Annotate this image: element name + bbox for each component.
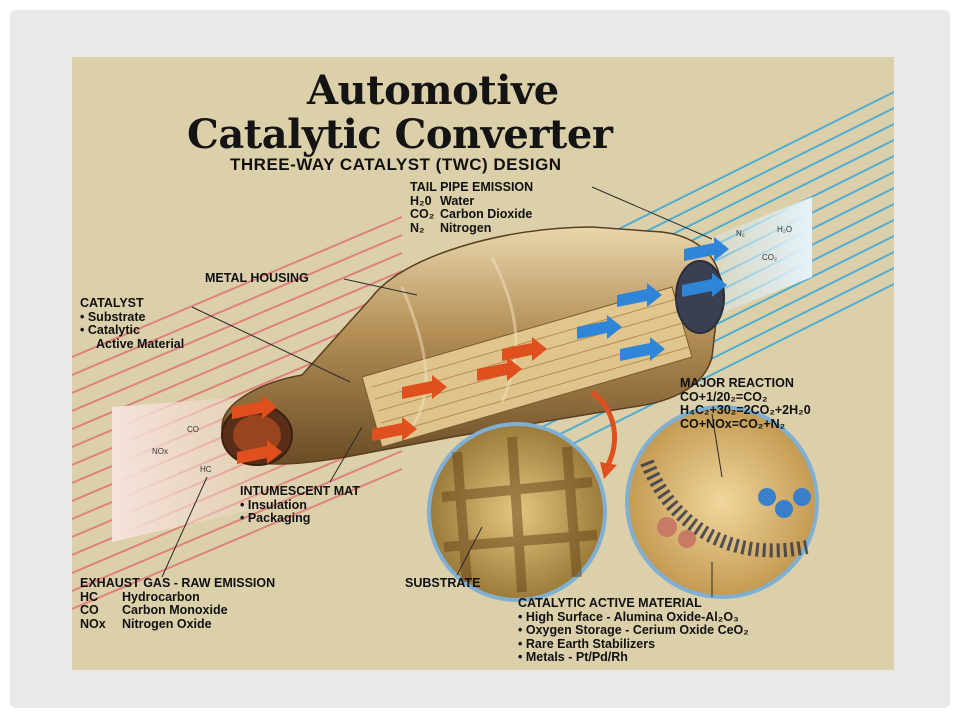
- exhaust-name-hc: Hydrocarbon: [122, 589, 200, 604]
- active-material-item-oxygen-storage: • Oxygen Storage - Cerium Oxide CeO₂: [518, 623, 749, 637]
- cool-flow-arrows: [577, 237, 729, 361]
- outlet-marker-co2: CO₂: [762, 253, 778, 262]
- outlet-gas-panel: [712, 197, 812, 317]
- exhaust-name-nox: Nitrogen Oxide: [122, 616, 212, 631]
- exhaust-gas-label: EXHAUST GAS - RAW EMISSION HC Hydrocarbon…: [80, 576, 276, 631]
- exhaust-abbr-co: CO: [80, 603, 99, 617]
- inlet-marker-co: CO: [187, 425, 199, 434]
- intumescent-mat-item-insulation: • Insulation: [240, 497, 307, 512]
- tail-pipe-name-water: Water: [440, 193, 475, 208]
- catalyst-item-active-material: Active Material: [96, 336, 185, 351]
- inlet-marker-hc: HC: [200, 465, 212, 474]
- tail-pipe-name-n2: Nitrogen: [440, 220, 492, 235]
- intumescent-mat-item-packaging: • Packaging: [240, 511, 311, 525]
- tail-pipe-emission-label: TAIL PIPE EMISSION H₂0 Water CO₂ Carbon Di…: [410, 180, 534, 235]
- converter-illustration: [72, 91, 894, 610]
- outlet-marker-n2: N₂: [736, 229, 745, 238]
- active-material-detail-lens: [625, 405, 819, 599]
- catalyst-label: CATALYST • Substrate • Catalytic Active …: [80, 296, 185, 351]
- hot-flow-arrows: [232, 337, 547, 464]
- exhaust-gas-heading: EXHAUST GAS - RAW EMISSION: [80, 576, 276, 590]
- reaction-co-oxidation: CO+1/20₂=CO₂: [680, 389, 768, 404]
- catalytic-active-material-label: CATALYTIC ACTIVE MATERIAL • High Surface…: [518, 596, 749, 665]
- reaction-hydrocarbon-oxidation: H₄C₂+30₂=2CO₂+2H₂0: [680, 403, 811, 417]
- major-reaction-heading: MAJOR REACTION: [680, 376, 794, 390]
- tail-pipe-formula-co2: CO₂: [410, 207, 435, 221]
- intumescent-mat-label: INTUMESCENT MAT • Insulation • Packaging: [240, 484, 360, 526]
- title-line-2: Catalytic Converter: [187, 111, 613, 158]
- tail-pipe-formula-water: H₂0: [410, 193, 432, 208]
- tail-pipe-heading: TAIL PIPE EMISSION: [410, 180, 534, 194]
- outlet-marker-h2o: H₂O: [777, 225, 793, 234]
- substrate-detail-lens: [427, 422, 607, 602]
- reaction-nox-reduction: CO+NOx=CO₂+N₂: [680, 416, 786, 431]
- catalyst-item-catalytic: • Catalytic: [80, 323, 140, 337]
- active-material-heading: CATALYTIC ACTIVE MATERIAL: [518, 596, 702, 610]
- substrate-label: SUBSTRATE: [405, 576, 481, 590]
- active-material-item-rare-earth: • Rare Earth Stabilizers: [518, 636, 656, 651]
- leader-lines: [161, 186, 723, 597]
- tail-pipe-name-co2: Carbon Dioxide: [440, 207, 533, 221]
- title-line-1: Automotive: [307, 67, 559, 114]
- exhaust-abbr-hc: HC: [80, 589, 99, 604]
- metal-housing-label: METAL HOUSING: [205, 271, 309, 285]
- catalyst-item-substrate: • Substrate: [80, 309, 146, 324]
- intumescent-mat-heading: INTUMESCENT MAT: [240, 484, 360, 498]
- exhaust-name-co: Carbon Monoxide: [122, 603, 228, 617]
- inlet-marker-nox: NOx: [152, 447, 168, 456]
- catalytic-converter-poster: Automotive Catalytic Converter THREE-WAY…: [72, 57, 894, 670]
- exhaust-abbr-nox: NOx: [80, 616, 106, 631]
- active-material-item-metals: • Metals - Pt/Pd/Rh: [518, 650, 628, 664]
- active-material-item-high-surface: • High Surface - Alumina Oxide-Al₂O₃: [518, 609, 739, 624]
- major-reaction-label: MAJOR REACTION CO+1/20₂=CO₂ H₄C₂+30₂=2CO…: [680, 376, 811, 431]
- tail-pipe-formula-n2: N₂: [410, 220, 425, 235]
- catalyst-heading: CATALYST: [80, 296, 144, 310]
- subtitle: THREE-WAY CATALYST (TWC) DESIGN: [230, 155, 562, 174]
